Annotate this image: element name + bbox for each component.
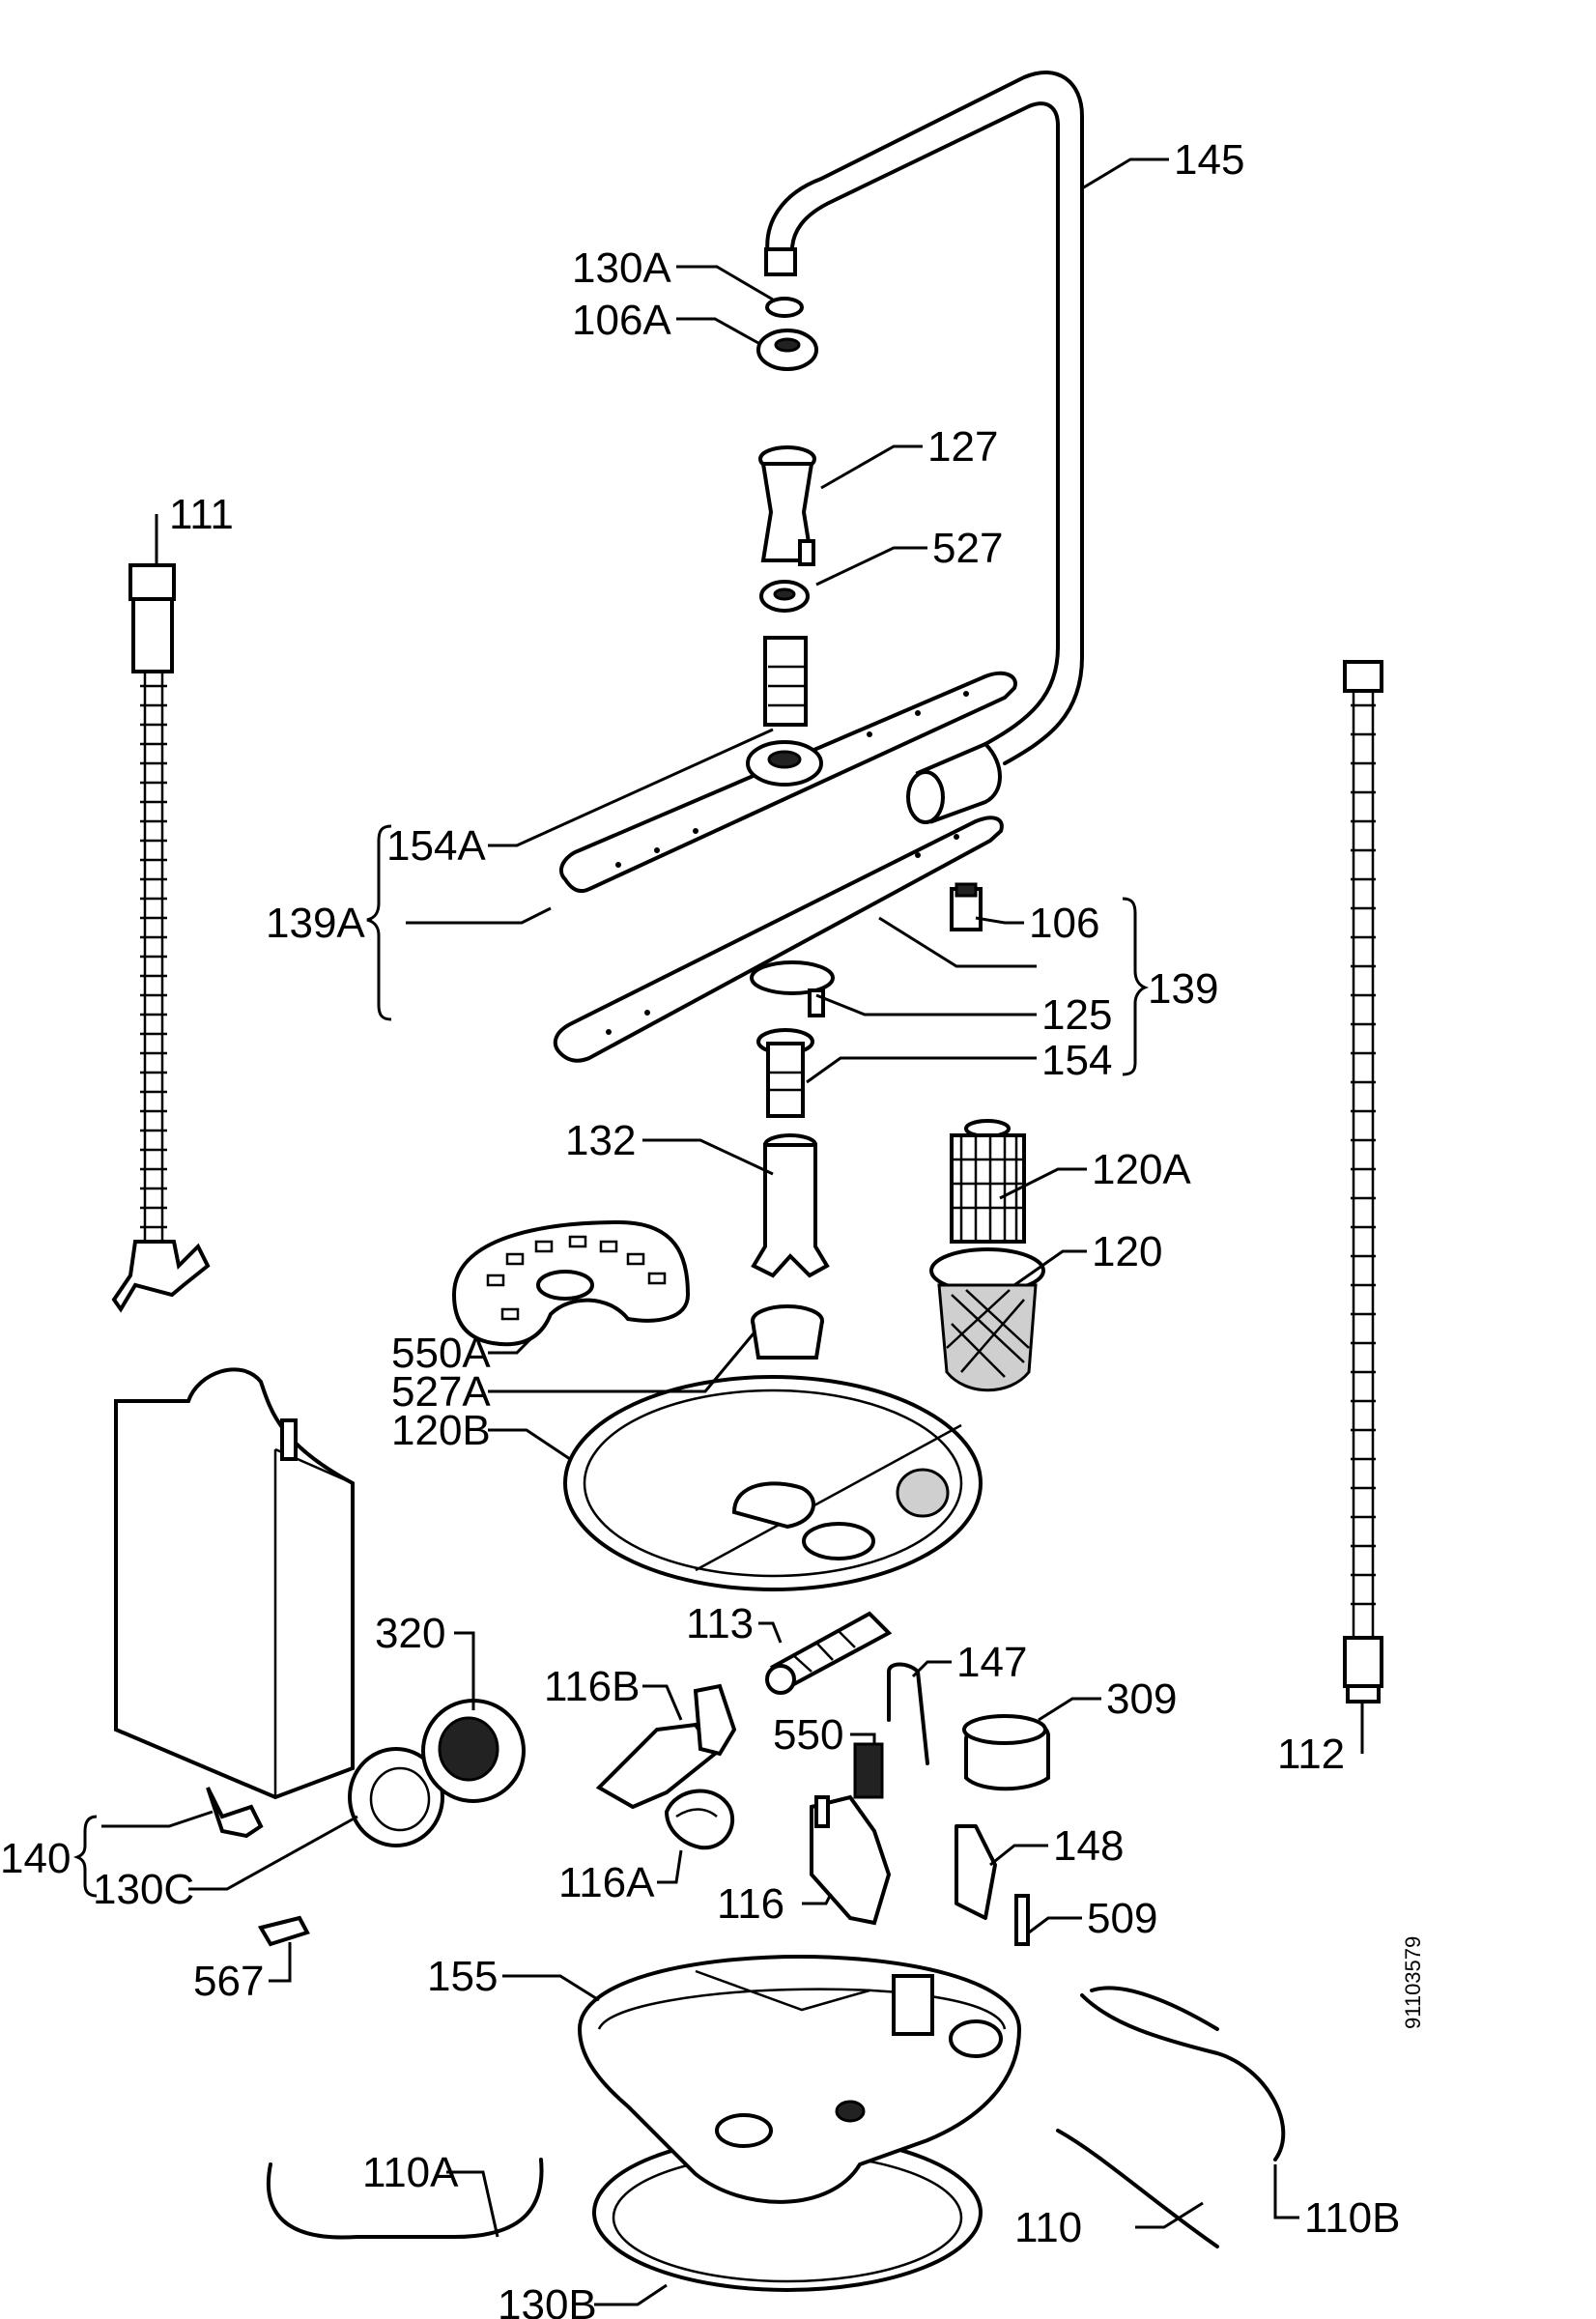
label-125: 125 — [1041, 991, 1112, 1039]
filter-plate-120b — [563, 1375, 983, 1591]
hose-112 — [1343, 660, 1383, 1703]
label-120a: 120A — [1092, 1146, 1191, 1193]
label-139: 139 — [1148, 965, 1218, 1013]
sump-155 — [577, 1955, 1022, 2292]
inlet-hose-111 — [111, 563, 211, 1313]
part-116a — [664, 1789, 735, 1850]
softener-140 — [114, 1367, 355, 1839]
nut-106a — [756, 329, 818, 371]
label-127: 127 — [927, 423, 998, 471]
upper-spray-pipe — [764, 71, 1084, 824]
callout-labels: 145 130A 106A 127 111 527 154A 139A 106 … — [0, 136, 1425, 2319]
heater-113 — [765, 1611, 893, 1695]
label-110b: 110B — [1304, 2194, 1401, 2242]
label-145: 145 — [1174, 136, 1244, 184]
label-130b: 130B — [498, 2281, 597, 2319]
tube-132 — [751, 1133, 830, 1278]
label-120b: 120B — [391, 1407, 491, 1454]
label-116: 116 — [717, 1880, 784, 1928]
label-509: 509 — [1087, 1895, 1157, 1942]
label-140: 140 — [0, 1835, 71, 1882]
label-130c: 130C — [93, 1866, 194, 1913]
leader-lines — [101, 157, 1364, 2306]
lower-spray-arm-139 — [553, 816, 1004, 1063]
label-147: 147 — [956, 1639, 1027, 1686]
part-116b — [595, 1683, 737, 1810]
label-527: 527 — [932, 525, 1003, 572]
bracket-148 — [955, 1824, 997, 1920]
label-155: 155 — [427, 1953, 498, 2000]
label-550: 550 — [773, 1711, 843, 1759]
upper-spray-arm-154a — [559, 636, 1017, 894]
label-113: 113 — [686, 1600, 754, 1647]
label-110a: 110A — [362, 2149, 459, 2196]
o-ring-130a — [765, 297, 804, 318]
label-116b: 116B — [544, 1663, 641, 1710]
hose-110b — [1080, 1993, 1286, 2162]
bearing-154 — [756, 1028, 814, 1118]
hose-110 — [1056, 2129, 1219, 2248]
cap-309 — [962, 1714, 1050, 1791]
sleeve-527a — [751, 1304, 824, 1360]
filter-120 — [929, 1247, 1045, 1392]
hose-110a — [266, 2158, 544, 2240]
pin-509 — [1014, 1894, 1030, 1946]
seal-130c — [348, 1747, 444, 1847]
label-110: 110 — [1014, 2204, 1082, 2251]
clip-567 — [257, 1915, 310, 1947]
diagram-code: 91103579 — [1401, 1936, 1425, 2029]
disc-550a — [451, 1219, 691, 1347]
label-111: 111 — [169, 491, 234, 538]
cap-320 — [421, 1699, 526, 1803]
bracket-147 — [887, 1662, 929, 1765]
part-116 — [810, 1794, 892, 1926]
label-154a: 154A — [386, 822, 486, 870]
label-148: 148 — [1053, 1822, 1124, 1870]
part-127 — [758, 445, 816, 566]
label-309: 309 — [1106, 1675, 1177, 1723]
label-132: 132 — [565, 1117, 636, 1164]
block-550 — [853, 1742, 884, 1799]
filter-120a — [950, 1119, 1026, 1244]
label-139a: 139A — [266, 900, 365, 947]
clip-106 — [950, 882, 983, 931]
label-106: 106 — [1029, 900, 1099, 947]
label-527a: 527A — [391, 1368, 491, 1416]
label-112: 112 — [1277, 1731, 1345, 1778]
label-550a: 550A — [391, 1330, 491, 1377]
hose-110b-upper — [1090, 1986, 1219, 2031]
label-154: 154 — [1041, 1037, 1112, 1084]
ring-527 — [759, 580, 810, 613]
label-130a: 130A — [572, 244, 671, 292]
braces — [72, 824, 1150, 1898]
label-106a: 106A — [572, 297, 671, 344]
label-567: 567 — [193, 1958, 264, 2005]
label-116a: 116A — [558, 1859, 655, 1906]
label-320: 320 — [375, 1610, 445, 1657]
label-120: 120 — [1092, 1228, 1162, 1275]
